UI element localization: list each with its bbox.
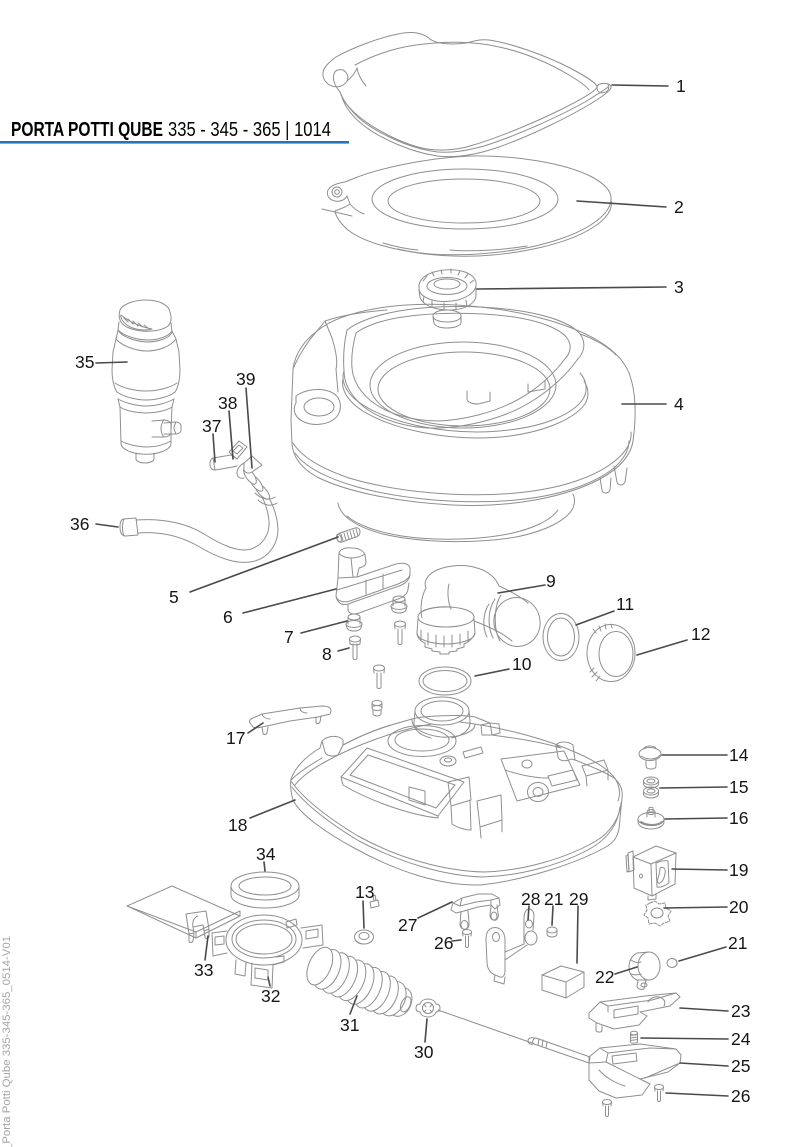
svg-text:39: 39: [236, 369, 255, 389]
svg-text:36: 36: [70, 514, 89, 534]
svg-text:35: 35: [75, 352, 94, 372]
svg-text:6: 6: [223, 607, 233, 627]
svg-text:10: 10: [512, 654, 532, 674]
svg-text:9: 9: [546, 571, 556, 591]
svg-text:24: 24: [731, 1029, 751, 1049]
svg-text:21: 21: [544, 889, 563, 909]
svg-text:31: 31: [340, 1015, 359, 1035]
svg-text:2: 2: [674, 197, 684, 217]
svg-text:30: 30: [414, 1042, 434, 1062]
svg-text:19: 19: [729, 860, 748, 880]
svg-text:4: 4: [674, 394, 684, 414]
svg-text:28: 28: [521, 889, 540, 909]
svg-text:23: 23: [731, 1001, 750, 1021]
svg-text:7: 7: [284, 627, 294, 647]
svg-text:32: 32: [261, 986, 280, 1006]
svg-text:21: 21: [728, 933, 747, 953]
svg-text:25: 25: [731, 1056, 750, 1076]
svg-text:15: 15: [729, 777, 748, 797]
svg-text:37: 37: [202, 416, 221, 436]
svg-text:11: 11: [616, 594, 634, 614]
svg-text:29: 29: [569, 889, 588, 909]
svg-text:14: 14: [729, 745, 749, 765]
svg-text:34: 34: [256, 844, 276, 864]
svg-text:8: 8: [322, 644, 332, 664]
svg-text:26: 26: [434, 933, 453, 953]
svg-text:1: 1: [676, 76, 686, 96]
svg-text:3: 3: [674, 277, 684, 297]
svg-text:_Porta Potti Qube 335-345-365_: _Porta Potti Qube 335-345-365_0514-V01: [1, 936, 13, 1147]
svg-text:16: 16: [729, 808, 748, 828]
svg-text:18: 18: [228, 815, 247, 835]
svg-text:26: 26: [731, 1086, 750, 1106]
svg-text:17: 17: [226, 728, 245, 748]
svg-text:335 - 345 - 365 | 1014: 335 - 345 - 365 | 1014: [168, 119, 331, 141]
svg-text:22: 22: [595, 967, 614, 987]
svg-text:33: 33: [194, 960, 213, 980]
svg-text:PORTA POTTI QUBE: PORTA POTTI QUBE: [11, 119, 163, 141]
svg-text:13: 13: [355, 882, 374, 902]
svg-text:38: 38: [218, 393, 237, 413]
svg-text:5: 5: [169, 587, 179, 607]
svg-text:12: 12: [691, 624, 710, 644]
svg-text:20: 20: [729, 897, 749, 917]
svg-text:27: 27: [398, 915, 417, 935]
